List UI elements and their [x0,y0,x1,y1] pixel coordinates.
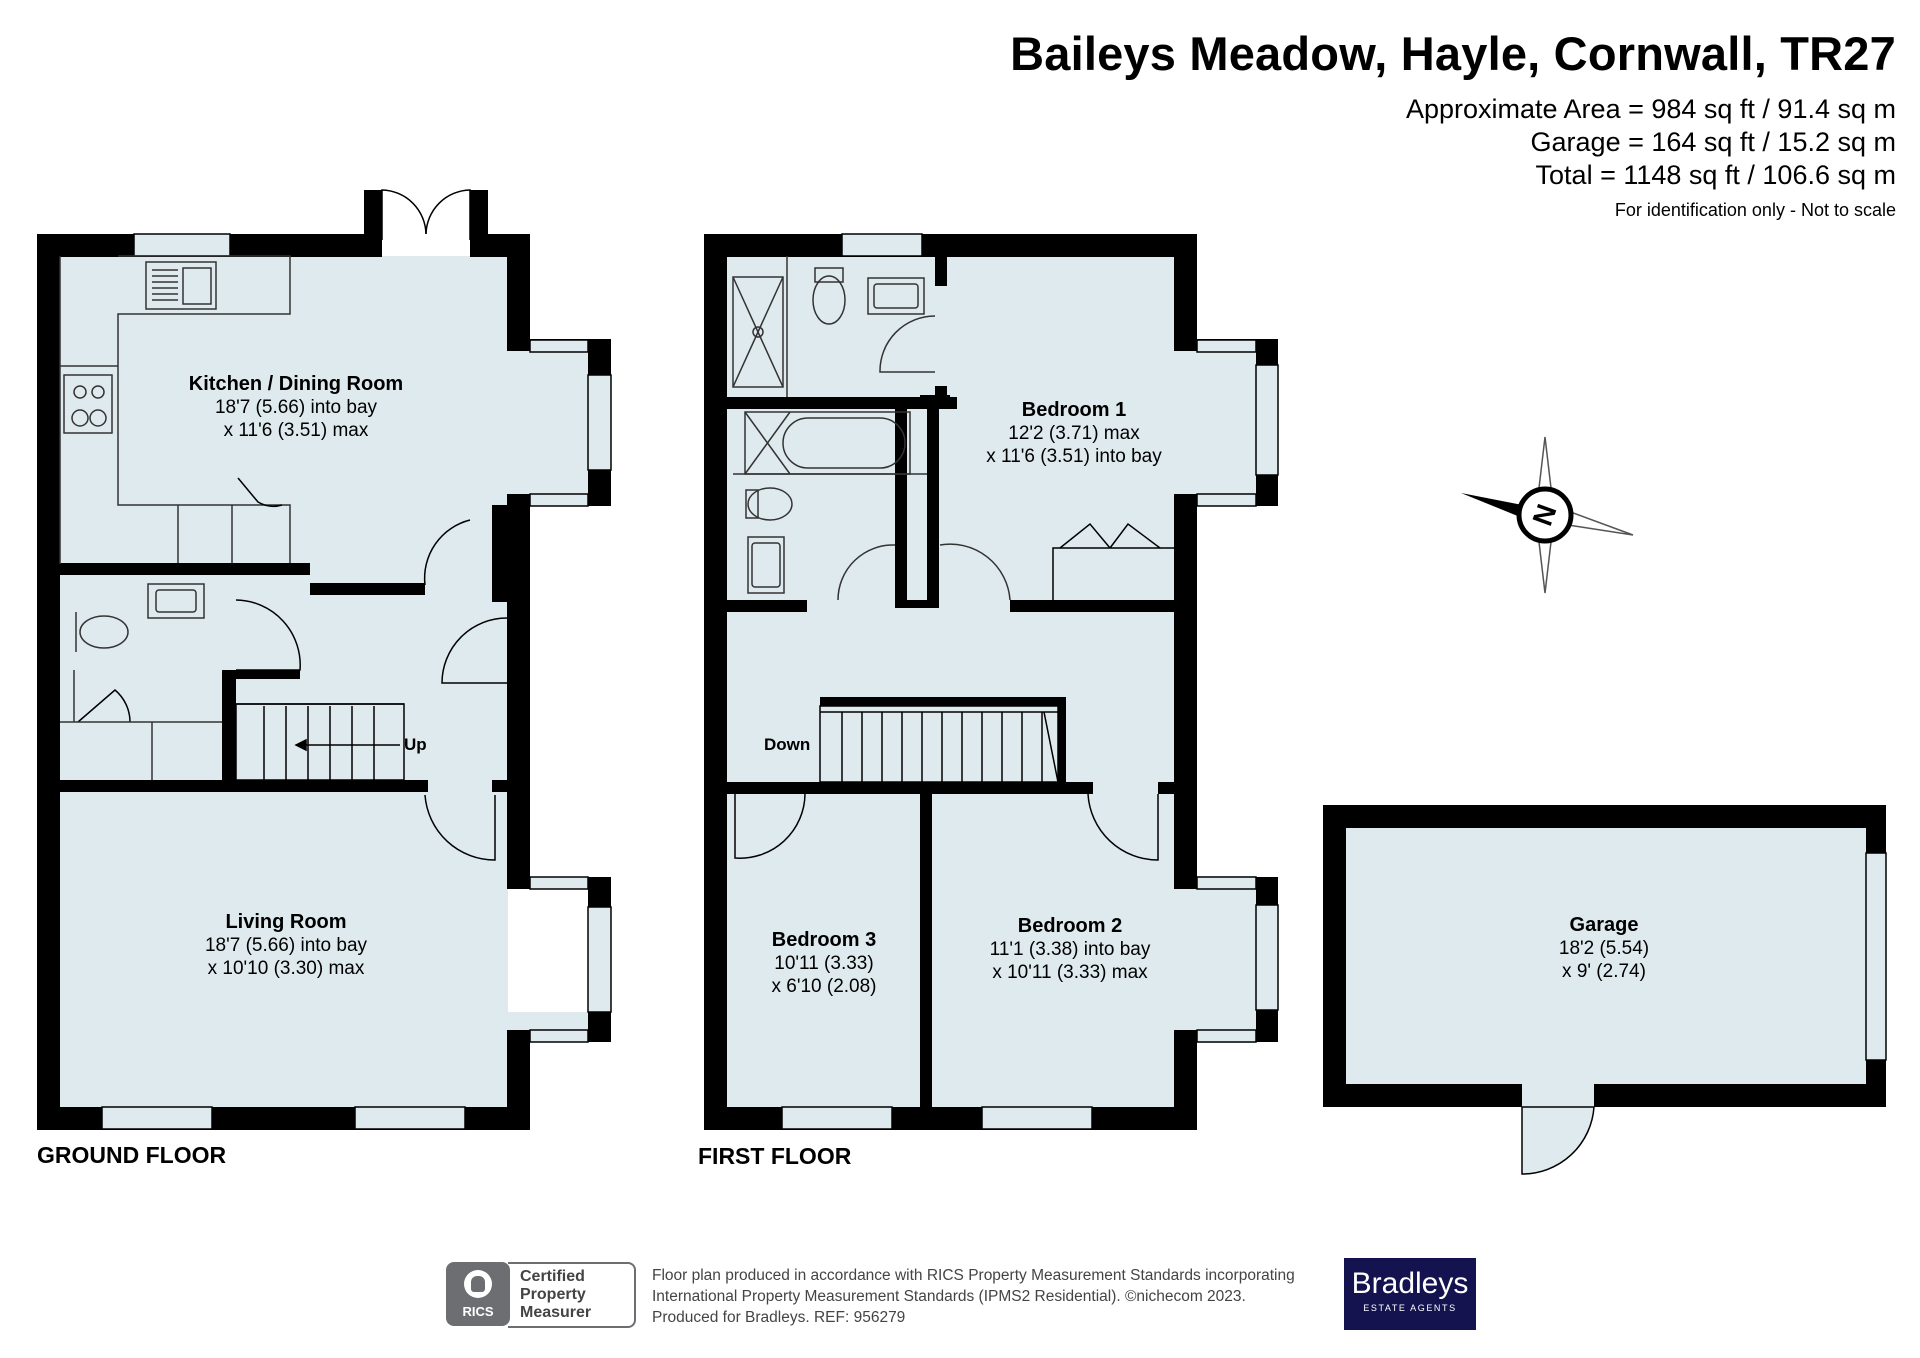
room-dimension: x 10'10 (3.30) max [207,958,365,979]
ground-windows [101,233,612,1130]
room-dimension: x 6'10 (2.08) [771,976,877,997]
room-garage: Garage 18'2 (5.54) x 9' (2.74) [1559,913,1649,983]
room-dimension: x 9' (2.74) [1562,961,1646,982]
ground-stairs [235,703,405,781]
hob-icon [63,374,113,434]
garage-door-gap [1522,1084,1594,1107]
rics-line: Certified [520,1268,585,1285]
stairs-up-label: Up [404,735,427,754]
first-floor-fill [727,256,1256,1108]
room-name: Garage [1569,914,1639,936]
rics-logo: RICS Certified Property Measurer [446,1262,638,1328]
first-windows [781,233,1279,1130]
room-dimension: 11'1 (3.38) into bay [989,939,1151,960]
stairs-down-label: Down [764,735,811,754]
footer-line: International Property Measurement Stand… [652,1288,1246,1305]
ground-floor-fill [60,256,588,1128]
sink-icon [145,261,217,310]
garage-door [1521,1106,1595,1175]
first-floor-label: FIRST FLOOR [698,1143,852,1169]
kitchen-worktop [59,255,291,564]
agent-logo: Bradleys ESTATE AGENTS [1344,1258,1476,1330]
rics-seal-icon [464,1270,492,1298]
compass-icon [1461,436,1634,594]
scale-note: For identification only - Not to scale [1614,200,1896,220]
first-stairs [819,705,1059,783]
property-title: Baileys Meadow, Hayle, Cornwall, TR27 [1010,27,1896,80]
room-name: Bedroom 1 [1021,399,1127,421]
room-bedroom-2: Bedroom 2 11'1 (3.38) into bay x 10'11 (… [990,914,1151,984]
room-living: Living Room 18'7 (5.66) into bay x 10'10… [205,910,367,980]
ground-doors [77,189,508,861]
room-kitchen-dining: Kitchen / Dining Room 18'7 (5.66) into b… [189,372,403,442]
room-dimension: 12'2 (3.71) max [1008,423,1140,444]
rics-line: Measurer [520,1304,592,1321]
room-dimension: x 11'6 (3.51) max [223,420,369,441]
room-dimension: 10'11 (3.33) [774,953,874,974]
ground-floor-plan [37,189,612,1130]
room-dimension: 18'7 (5.66) into bay [204,935,368,956]
total-area: Total = 1148 sq ft / 106.6 sq m [1535,160,1896,190]
approximate-area: Approximate Area = 984 sq ft / 91.4 sq m [1405,94,1896,124]
rics-line: Property [520,1286,586,1303]
room-dimension: x 10'11 (3.33) max [992,962,1148,983]
bathroom-fittings [732,256,1011,601]
room-name: Kitchen / Dining Room [188,373,404,395]
wardrobe [1052,522,1174,600]
room-dimension: 18'7 (5.66) into bay [214,397,378,418]
room-bedroom-3: Bedroom 3 10'11 (3.33) x 6'10 (2.08) [771,928,876,998]
footer-text: Floor plan produced in accordance with R… [652,1265,1295,1328]
agent-subtitle: ESTATE AGENTS [1363,1303,1457,1313]
garage-area: Garage = 164 sq ft / 15.2 sq m [1530,127,1896,157]
rics-certification: Certified Property Measurer [508,1262,636,1328]
first-doors [734,793,1159,861]
room-dimension: 18'2 (5.54) [1558,938,1650,959]
agent-name: Bradleys [1351,1267,1469,1300]
room-name: Bedroom 2 [1017,915,1123,937]
rics-badge-text: RICS [462,1304,494,1319]
rics-badge: RICS [446,1262,510,1326]
garage-window [1865,852,1887,1061]
wc-fittings [60,583,222,780]
footer-line: Produced for Bradleys. REF: 956279 [652,1309,906,1326]
room-dimension: x 11'6 (3.51) into bay [986,446,1162,467]
ground-floor-label: GROUND FLOOR [37,1142,227,1168]
garage-fill [1346,828,1872,1086]
garage-plan [1323,805,1887,1175]
room-bedroom-1: Bedroom 1 12'2 (3.71) max x 11'6 (3.51) … [986,398,1161,468]
first-floor-plan [704,233,1279,1130]
garage-walls [1323,805,1886,1107]
room-name: Bedroom 3 [771,929,877,951]
footer-line: Floor plan produced in accordance with R… [652,1267,1295,1284]
room-name: Living Room [225,911,347,933]
